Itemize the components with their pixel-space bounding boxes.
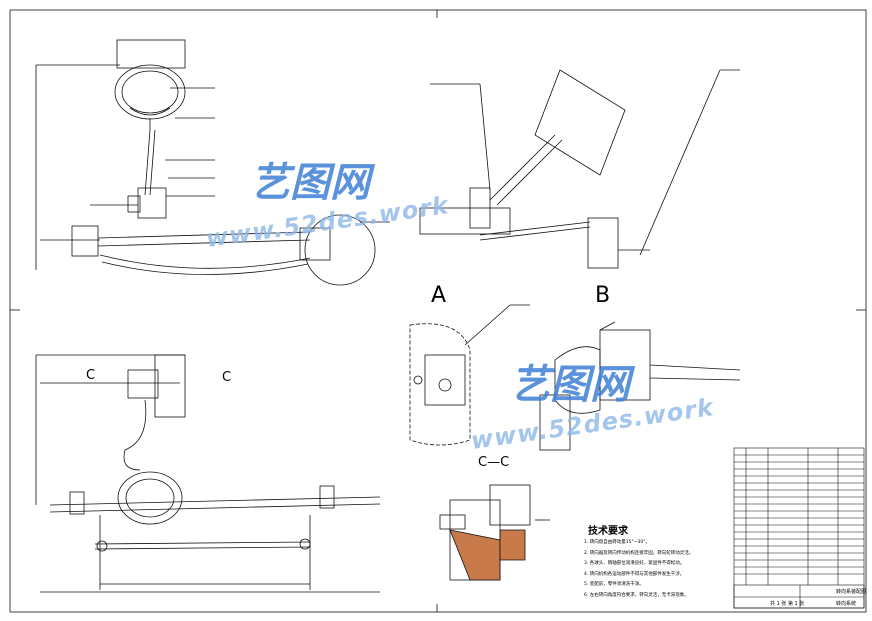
tech-item: 4. 转向机构各运动部件不得与其他部件发生干涉。 xyxy=(584,571,685,577)
sheet-count: 共 1 张 第 1 张 xyxy=(770,601,805,607)
tech-requirements-list: 1. 转向盘自由转动量15°~30°。 2. 转向器及转向传动机构连接牢固，转向… xyxy=(584,538,693,601)
detail-b xyxy=(539,321,741,451)
side-view xyxy=(419,69,740,269)
tech-item: 5. 装配前，零件须清洗干净。 xyxy=(584,582,644,587)
detail-a-label: A xyxy=(431,283,447,308)
plan-view xyxy=(35,354,381,593)
title-block xyxy=(733,447,865,609)
section-cc-label: C—C xyxy=(478,455,510,470)
watermark-brand: 艺图网 xyxy=(250,160,370,206)
tech-item: 2. 转向器及转向传动机构连接牢固，转向轮转动灵活。 xyxy=(584,550,694,556)
sheet-frame xyxy=(9,9,867,613)
tech-item: 1. 转向盘自由转动量15°~30°。 xyxy=(584,540,650,545)
tech-requirements-title: 技术要求 xyxy=(588,526,628,537)
tech-item: 6. 左右转向角度符合要求，转向灵活，无卡滞现象。 xyxy=(584,592,689,598)
tech-item: 3. 各球头、销轴部位润滑良好，紧固件不得松动。 xyxy=(584,561,685,566)
detail-a xyxy=(409,304,530,446)
section-cc xyxy=(439,484,550,581)
drawing-name: 转向系装配图 xyxy=(836,589,867,595)
section-mark-left: C xyxy=(86,368,96,383)
front-view xyxy=(35,39,390,286)
detail-b-label: B xyxy=(595,283,611,308)
drawing-subtitle: 转向系统 xyxy=(836,601,857,607)
section-mark-right: C xyxy=(222,370,232,385)
watermark-brand-2: 艺图网 xyxy=(510,362,630,408)
